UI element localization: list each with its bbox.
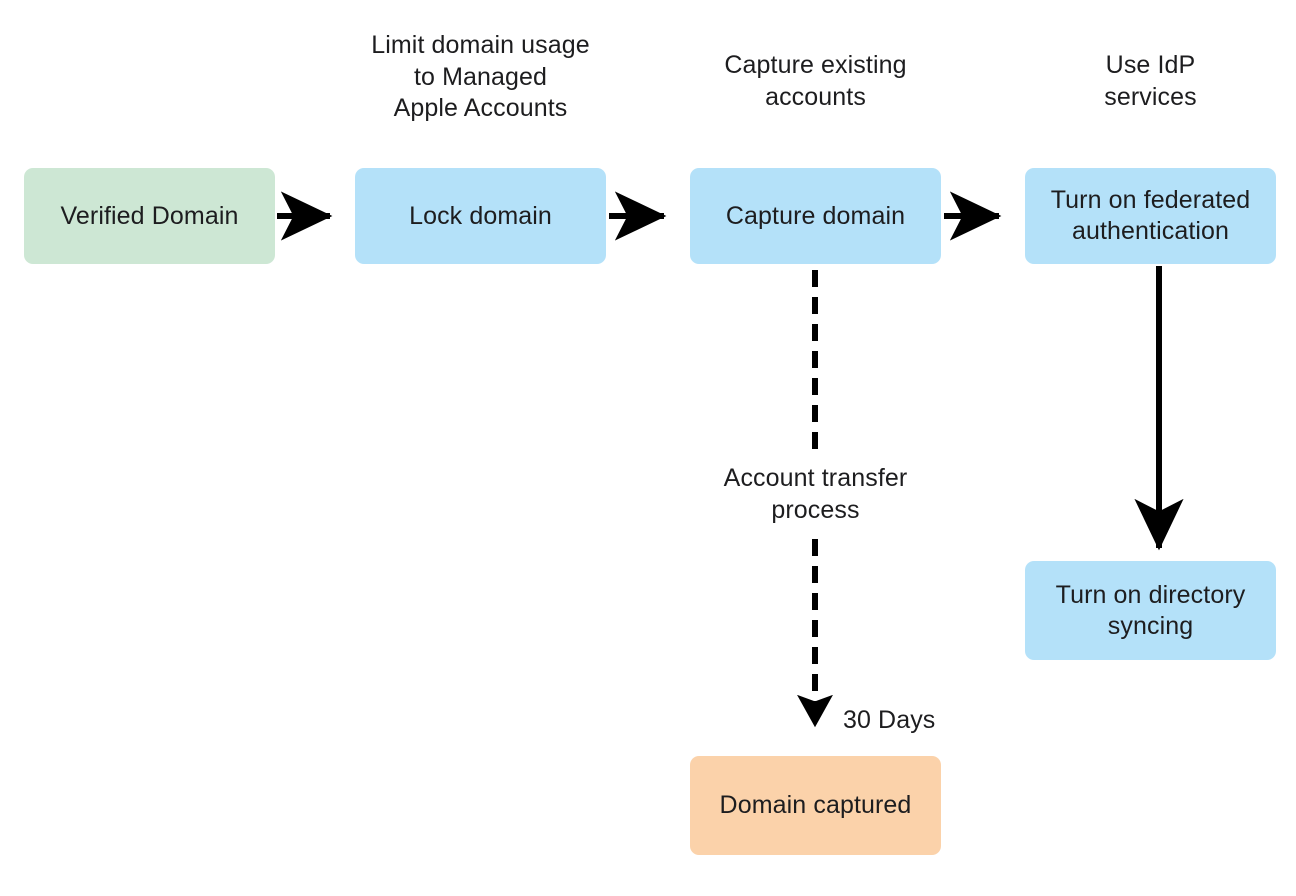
caption-capture-domain: Capture existing accounts (724, 51, 907, 111)
node-domain-captured[interactable]: Domain captured (690, 756, 941, 855)
caption-federated-auth: Use IdP services (1104, 51, 1197, 111)
node-lock-domain[interactable]: Lock domain (355, 168, 606, 264)
node-verified-domain[interactable]: Verified Domain (24, 168, 275, 264)
edge-label-account-transfer: Account transfer process (690, 463, 941, 526)
node-capture-domain[interactable]: Capture domain (690, 168, 941, 264)
node-federated-authentication[interactable]: Turn on federated authentication (1025, 168, 1276, 264)
node-directory-syncing[interactable]: Turn on directory syncing (1025, 561, 1276, 660)
edge-label-30-days: 30 Days (843, 705, 983, 737)
caption-lock-domain: Limit domain usage to Managed Apple Acco… (371, 31, 590, 122)
